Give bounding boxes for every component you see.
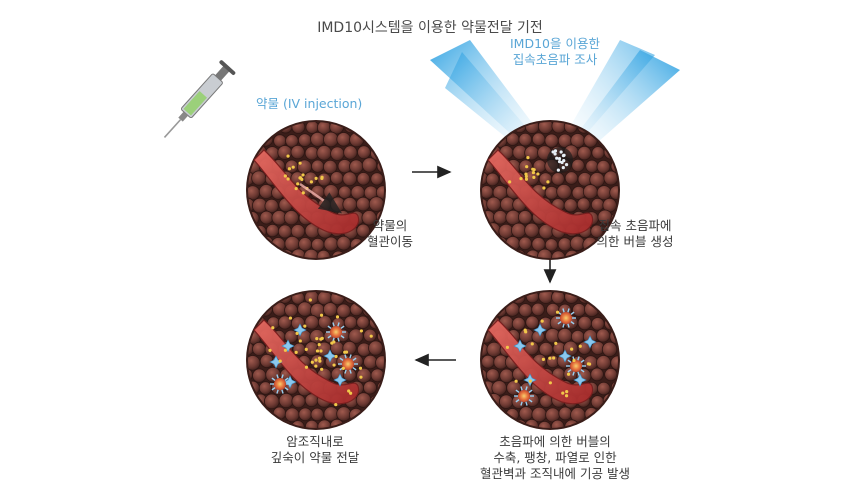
tumor-tissue-step4 (246, 290, 386, 430)
drug-label: 약물 (IV injection) (256, 96, 363, 111)
ultrasound-caption: IMD10을 이용한 집속초음파 조사 (500, 36, 610, 68)
step4-caption: 암조직내로 깊숙이 약물 전달 (260, 434, 370, 466)
step3-caption-line3: 혈관벽과 조직내에 기공 발생 (480, 466, 630, 481)
diagram-title: IMD10시스템을 이용한 약물전달 기전 (317, 20, 543, 36)
ultrasound-caption-line2: 집속초음파 조사 (512, 52, 598, 67)
step4-caption-line1: 암조직내로 (286, 434, 344, 449)
step2-caption: 집속 초음파에 의한 버블 생성 (580, 218, 690, 250)
ultrasound-caption-line1: IMD10을 이용한 (510, 36, 600, 51)
step1-caption-line2: 혈관이동 (366, 234, 413, 249)
tumor-tissue-step3 (480, 290, 620, 430)
step1-caption: 약물의 혈관이동 (360, 218, 420, 250)
step4-caption-line2: 깊숙이 약물 전달 (270, 450, 360, 465)
step2-caption-line2: 의한 버블 생성 (596, 234, 674, 249)
step3-caption-line1: 초음파에 의한 버블의 (499, 434, 611, 449)
step1-caption-line1: 약물의 (372, 218, 408, 233)
tumor-tissue-step2 (480, 120, 620, 260)
step3-caption-line2: 수축, 팽창, 파열로 인한 (493, 450, 617, 465)
step2-caption-line1: 집속 초음파에 (598, 218, 672, 233)
syringe-icon (163, 60, 236, 138)
step3-caption: 초음파에 의한 버블의 수축, 팽창, 파열로 인한 혈관벽과 조직내에 기공 … (470, 434, 640, 482)
